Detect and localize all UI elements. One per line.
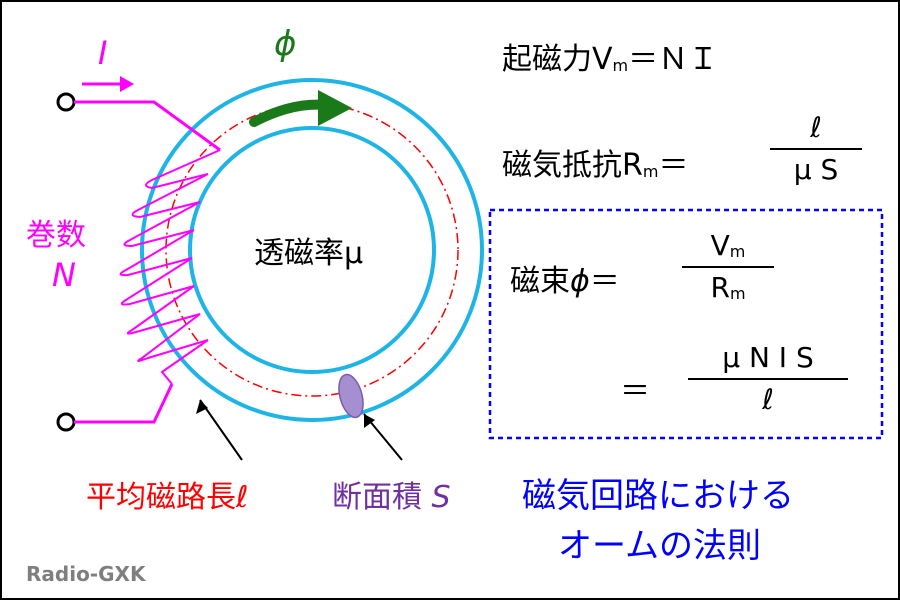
reluctance-lhs: 磁気抵抗Rm＝ [502,140,688,184]
mmf-sub: m [612,56,629,75]
cross-section-leader-head [364,414,375,428]
flux-frac1-den-sub: m [729,284,746,303]
flux-frac1-denominator: Rm [710,274,745,302]
flux-label: ϕ [274,24,297,64]
reluctance-denominator: μ S [793,153,839,186]
cross-section-symbol: S [431,480,451,515]
flux-frac2-bar [688,378,848,380]
flux-frac1-den-symbol: R [710,271,730,304]
flux-eq-equals: ＝ [589,264,620,299]
coil-lead-bottom [74,383,174,424]
flux-eq-symbol: ϕ [570,264,590,299]
caption-line-2: オームの法則 [558,526,761,566]
terminal-bottom [56,412,76,432]
flux-fraction-1: Vm Rm [682,232,774,302]
terminal-top [56,92,76,112]
reluctance-symbol: R [622,148,643,183]
flux-frac2-numerator: μ N I S [722,341,814,374]
flux-arrow-shaft [249,99,331,127]
watermark: Radio-GXK [26,562,146,586]
reluctance-fraction: ℓ μ S [770,114,862,184]
cross-section-text: 断面積 [332,480,422,515]
flux-equation-box [488,208,884,440]
cross-section-ellipse [338,373,364,419]
reluctance-sub: m [642,162,659,181]
mean-path-label: 平均磁路長ℓ [86,480,249,515]
mmf-label: 起磁力 [502,42,592,77]
current-arrow-head [120,76,134,92]
current-label: I [98,34,108,72]
core-inner-edge [188,126,436,374]
reluctance-label: 磁気抵抗 [502,148,622,183]
flux-lhs: 磁束ϕ＝ [510,256,620,300]
mean-path-leader-head [196,400,208,414]
mmf-rhs: ＝ＮＩ [628,42,719,77]
coil-windings [119,149,221,385]
core-outer-edge [140,78,484,422]
flux-fraction-2: μ N I S ℓ [688,344,848,414]
mmf-symbol: V [592,42,613,77]
reluctance-equals: ＝ [658,148,689,183]
cross-section-label: 断面積 S [332,472,451,516]
turns-label: 巻数 [26,218,86,253]
flux-second-equals: ＝ [620,374,650,409]
flux-frac1-num-sub: m [729,242,746,261]
flux-frac1-bar [682,266,774,268]
flux-eq-label: 磁束 [510,264,570,299]
mmf-equation: 起磁力Vm＝ＮＩ [502,34,718,78]
flux-arrow-head [318,90,352,126]
mean-path-leader [199,399,243,461]
reluctance-numerator: ℓ [810,111,822,144]
reluctance-fraction-bar [770,148,862,150]
permeability-label: 透磁率μ [254,236,364,271]
flux-frac1-num-symbol: V [710,229,730,262]
coil-lead-top [74,100,221,152]
caption-line-1: 磁気回路における [522,476,794,516]
flux-frac2-denominator: ℓ [762,383,774,416]
flux-frac1-numerator: Vm [711,232,746,260]
turns-symbol: N [52,256,76,294]
